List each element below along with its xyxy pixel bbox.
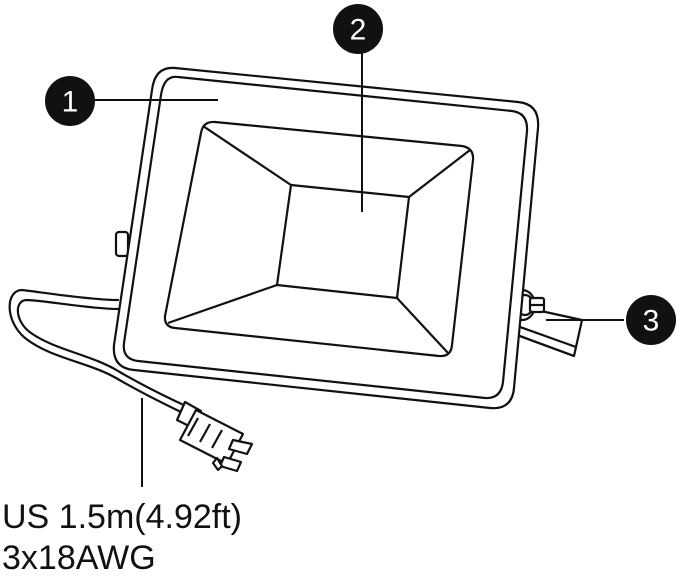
callout-badge	[45, 76, 95, 126]
callout-badge	[333, 4, 383, 54]
side-switch	[114, 230, 130, 258]
callout-2: 2	[333, 4, 383, 54]
callout-3: 3	[626, 295, 676, 345]
callout-badge	[626, 295, 676, 345]
plug	[175, 400, 254, 473]
callout-number: 3	[643, 305, 660, 338]
led-panel	[163, 120, 475, 358]
callout-1: 1	[45, 76, 95, 126]
power-cord	[8, 288, 190, 415]
cord-spec-length: US 1.5m(4.92ft)	[2, 498, 242, 536]
cord-spec-gauge: 3x18AWG	[2, 539, 156, 577]
callout-number: 1	[62, 86, 79, 119]
callout-number: 2	[350, 14, 367, 47]
callout-leaders	[95, 50, 624, 321]
